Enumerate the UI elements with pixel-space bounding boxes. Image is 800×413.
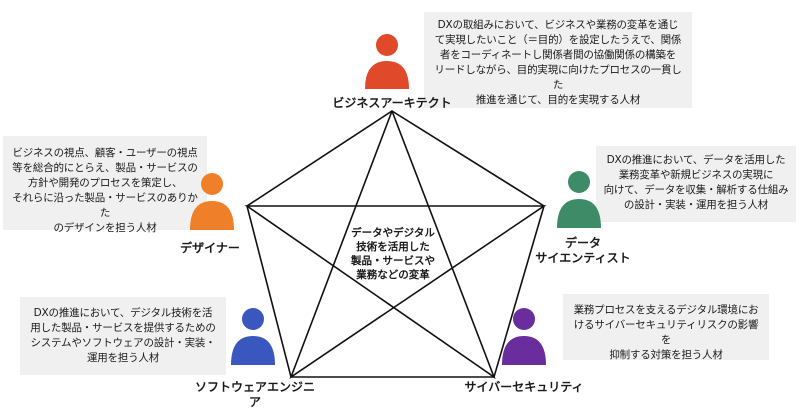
person-head (242, 308, 264, 330)
person-head (201, 173, 223, 195)
software-engineer-description: DXの推進において、デジタル技術を活 用した製品・サービスを提供するための シス… (20, 297, 226, 375)
person-head (376, 34, 398, 56)
person-body (231, 336, 275, 365)
designer-person-icon (190, 173, 234, 230)
business-architect-person-icon (365, 34, 409, 89)
business-architect-description: DXの取組みにおいて、ビジネスや業務の変革を通じ て実現したいこと（＝目的）を設… (424, 12, 692, 108)
software-engineer-label: ソフトウェアエンジニア (194, 380, 315, 409)
data-scientist-person-icon (557, 171, 601, 228)
cyber-security-label: サイバーセキュリティ (464, 380, 584, 394)
center-text: データやデジタル 技術を活用した 製品・サービスや 業務などの変革 (351, 227, 435, 281)
person-body (502, 336, 546, 365)
software-engineer-person-icon (231, 308, 275, 365)
cyber-security-person-icon (502, 308, 546, 365)
pentagon-outline (246, 110, 545, 378)
data-scientist-description: DXの推進において、データを活用した 業務変革や新規ビジネスの実現に 向けて、デ… (596, 146, 796, 222)
designer-label: デザイナー (180, 241, 240, 255)
star-lines (244, 110, 547, 380)
cyber-security-description: 業務プロセスを支えるデジタル環境にお けるサイバーセキュリティリスクの影響を 抑… (563, 294, 769, 361)
designer-description: ビジネスの視点、顧客・ユーザーの視点 等を総合的にとらえ、製品・サービスの 方針… (3, 136, 207, 234)
data-scientist-label: データ サイエンティスト (535, 236, 631, 265)
person-head (513, 308, 535, 330)
person-head (568, 171, 590, 193)
business-architect-label: ビジネスアーキテクト (332, 96, 452, 110)
person-body (557, 199, 601, 228)
person-body (365, 61, 409, 89)
person-body (190, 201, 234, 230)
